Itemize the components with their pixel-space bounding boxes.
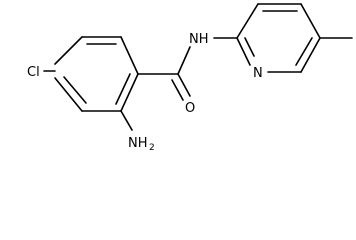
bond — [120, 73, 139, 112]
carbonyl-oxygen-label: O — [185, 101, 195, 116]
pyridine-ring — [236, 3, 321, 73]
bond — [63, 76, 87, 104]
bond-carbonyl-o — [171, 79, 184, 101]
bond — [244, 37, 255, 57]
bond — [300, 37, 321, 73]
chlorine-label: Cl — [27, 65, 40, 80]
bond — [236, 37, 251, 66]
bond — [115, 73, 131, 105]
amine-n-label: NH — [128, 136, 148, 151]
bond — [300, 3, 321, 39]
bond-c-nh2 — [120, 110, 133, 131]
bond — [295, 37, 313, 66]
bond-carbonyl-o — [177, 73, 191, 97]
bond-carbonyl-nh — [177, 46, 191, 75]
bond — [120, 36, 139, 75]
pyridine-n-label: N — [253, 66, 263, 81]
amide-nh-label: NH — [189, 32, 209, 47]
bond — [54, 36, 83, 65]
bond — [236, 3, 259, 39]
molecule-structure: Cl NH O NH 2 N — [27, 3, 353, 153]
benzene-ring — [54, 36, 139, 112]
amine-subscript: 2 — [149, 143, 155, 153]
bond — [54, 77, 83, 112]
